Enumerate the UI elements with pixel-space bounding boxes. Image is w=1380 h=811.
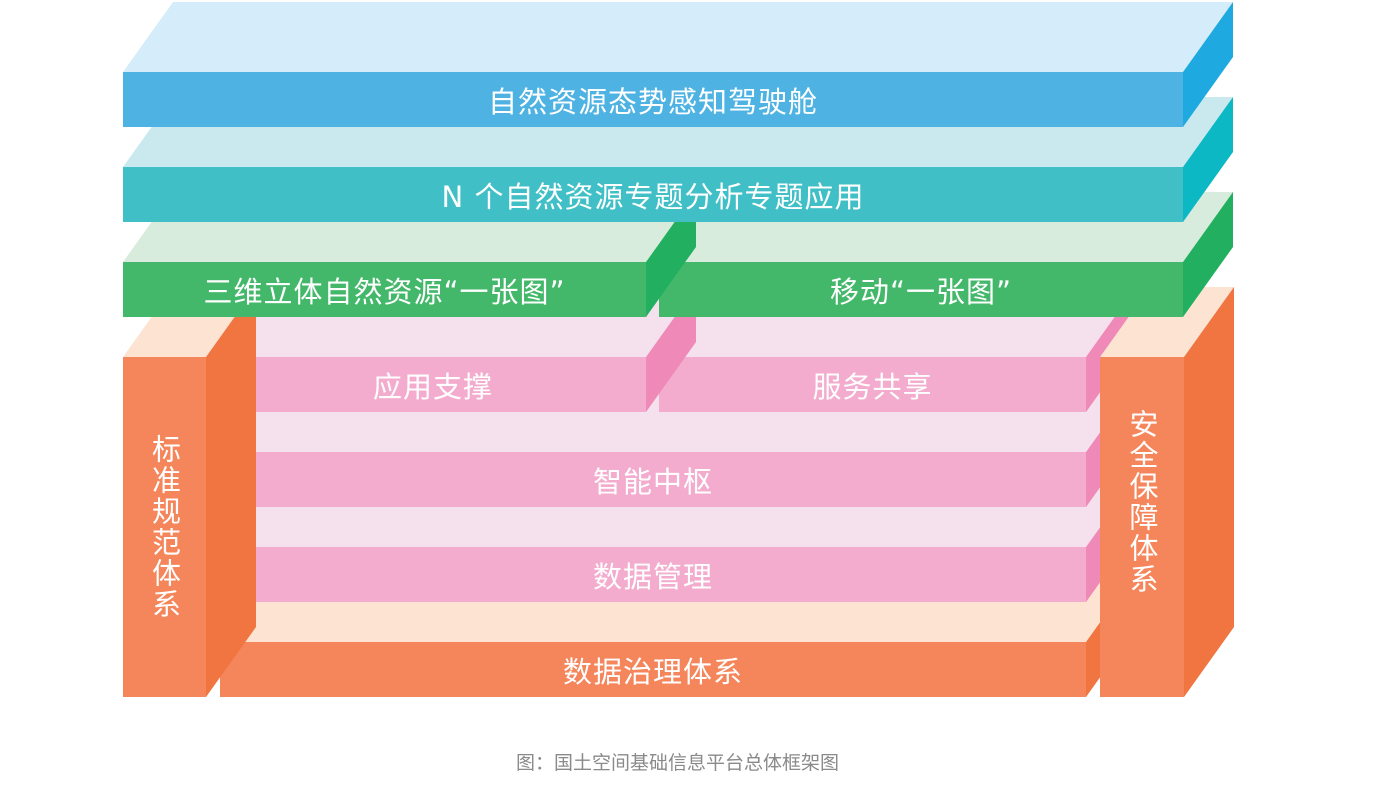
layer-thematic-front <box>123 167 1183 222</box>
column-security-front <box>1100 357 1184 697</box>
layer-thematic-side <box>1183 97 1233 222</box>
layer-cockpit-front <box>123 72 1183 127</box>
column-security-text: 安全保障体系 <box>1125 409 1159 595</box>
column-security-side <box>1184 287 1234 697</box>
layer-mobile-side <box>1183 192 1233 317</box>
layer-data-mgmt-label: 数据管理 <box>592 559 713 594</box>
layer-cockpit-top <box>123 2 1233 72</box>
layer-hub-label: 智能中枢 <box>592 464 713 499</box>
layer-map3d-front <box>123 262 646 317</box>
layer-hub-front <box>220 452 1086 507</box>
layer-mobile-label: 移动“一张图” <box>829 274 1013 309</box>
figure-caption: 图：国土空间基础信息平台总体框架图 <box>515 752 839 774</box>
layer-app-support-side <box>646 287 696 412</box>
column-standards-front <box>123 357 206 697</box>
layer-map3d-side <box>646 192 696 317</box>
layer-data-gov-front <box>220 642 1086 697</box>
layer-mobile-front <box>659 262 1183 317</box>
layer-data-mgmt-front <box>220 547 1086 602</box>
layer-thematic-label: N 个自然资源专题分析专题应用 <box>441 179 865 214</box>
column-standards-text: 标准规范体系 <box>147 434 182 620</box>
column-security-top <box>1100 287 1234 357</box>
layer-service-share-front <box>659 357 1086 412</box>
column-standards-side <box>206 287 256 697</box>
layer-app-support-label: 应用支撑 <box>372 369 493 404</box>
layer-cockpit-label: 自然资源态势感知驾驶舱 <box>487 84 818 119</box>
column-security-label: 安全保障体系 <box>1100 357 1184 697</box>
column-standards-label: 标准规范体系 <box>123 357 206 697</box>
layer-map3d-label: 三维立体自然资源“一张图” <box>203 274 566 309</box>
layer-service-share-label: 服务共享 <box>812 369 933 404</box>
layer-app-support-front <box>220 357 646 412</box>
layer-cockpit-side <box>1183 2 1233 127</box>
layer-data-gov-label: 数据治理体系 <box>562 654 743 689</box>
